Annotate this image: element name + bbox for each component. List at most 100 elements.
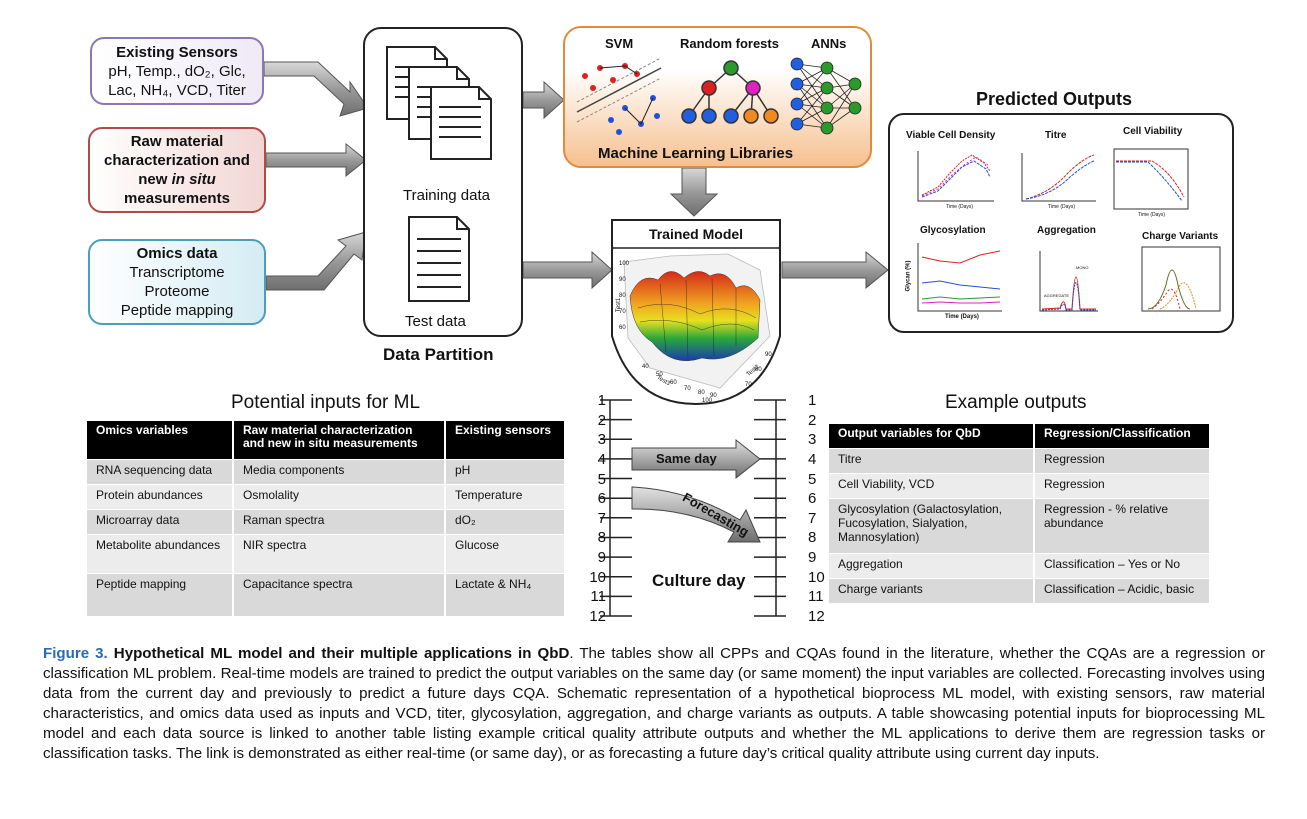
table-row: Protein abundances Osmolality Temperatur…: [87, 484, 564, 510]
table-cell: Microarray data: [87, 509, 234, 535]
table-cell: RNA sequencing data: [87, 459, 234, 485]
day-label: 1: [808, 392, 817, 409]
table-cell: Regression: [1034, 473, 1209, 499]
chart-title-titre: Titre: [1045, 130, 1067, 141]
day-label: 6: [808, 490, 817, 508]
inputs-header-sensors: Existing sensors: [445, 421, 564, 460]
existing-sensors-line2: Lac, NH₄, VCD, Titer: [108, 81, 246, 99]
outputs-header-variables: Output variables for QbD: [829, 424, 1035, 449]
same-day-arrow: [631, 438, 761, 480]
figure-caption-text: . The tables show all CPPs and CQAs foun…: [43, 645, 1265, 762]
table-row: RNA sequencing data Media components pH: [87, 459, 564, 485]
culture-day-label: Culture day: [652, 571, 746, 590]
arrow-to-outputs: [781, 250, 889, 290]
table-cell: Aggregation: [829, 553, 1035, 579]
model-axis-y-tick: 70: [684, 386, 691, 392]
test-doc-icon: [408, 216, 470, 302]
predicted-outputs-title: Predicted Outputs: [976, 89, 1133, 109]
table-cell: Regression: [1034, 448, 1209, 474]
table-cell: Raman spectra: [233, 509, 446, 535]
model-axis-z-tick: 80: [619, 293, 626, 299]
day-label: 9: [808, 549, 817, 567]
table-row: Aggregation Classification – Yes or No: [829, 553, 1209, 579]
outputs-table-title: Example outputs: [945, 392, 1087, 413]
raw-material-line2: characterization and: [104, 152, 250, 169]
arrow-to-ml: [522, 80, 565, 120]
raw-material-insitu: in situ: [171, 171, 216, 188]
aggregation-agg-label: AGGREGATE: [1044, 293, 1070, 298]
document-icons: [386, 46, 492, 302]
arrow-raw: [265, 142, 367, 178]
table-row: Glycosylation (Galactosylation, Fucosyla…: [829, 498, 1209, 554]
ml-icons: [576, 57, 862, 135]
table-cell: Glucose: [445, 534, 564, 574]
model-axis-y-tick: 100: [702, 398, 713, 404]
test-data-label: Test data: [405, 313, 466, 330]
model-axis-z-tick: 90: [619, 277, 626, 283]
existing-sensors-title: Existing Sensors: [116, 43, 238, 61]
table-cell: Protein abundances: [87, 484, 234, 510]
existing-sensors-box: Existing Sensors pH, Temp., dO₂, Glc, La…: [90, 37, 264, 105]
table-row: Charge variants Classification – Acidic,…: [829, 578, 1209, 603]
omics-line3: Peptide mapping: [120, 302, 234, 319]
titre-xlabel: Time (Days): [1048, 204, 1076, 210]
model-axis-z-label: Test1: [616, 297, 623, 313]
model-axis-y-tick: 80: [698, 390, 705, 396]
table-cell: NIR spectra: [233, 534, 446, 574]
table-cell: dO₂: [445, 509, 564, 535]
omics-line1: Transcriptome: [129, 264, 225, 281]
day-label: 5: [808, 470, 817, 488]
day-label: 11: [808, 588, 824, 606]
anns-label: ANNs: [811, 36, 847, 51]
ml-libraries-title: Machine Learning Libraries: [598, 145, 794, 162]
trained-model-graphic: [611, 219, 781, 406]
arrow-test-to-model: [522, 250, 613, 290]
model-axis-z: 100 90 80 70 60: [619, 256, 629, 336]
chart-title-glycosylation: Glycosylation: [920, 225, 986, 236]
table-cell: Classification – Yes or No: [1034, 553, 1209, 579]
svm-icon: [576, 57, 662, 135]
raw-material-box: Raw material characterization and new in…: [88, 127, 266, 213]
mini-chart-charge: [1141, 246, 1221, 312]
table-cell: Titre: [829, 448, 1035, 474]
chart-title-vcd: Viable Cell Density: [906, 130, 996, 141]
day-label: 12: [589, 608, 606, 626]
day-label: 9: [597, 549, 606, 567]
timeline-axes: [600, 399, 786, 617]
table-cell: Media components: [233, 459, 446, 485]
trained-model: Trained Model 100 90 80 70 60 Test1 90 8…: [610, 218, 782, 406]
random-forest-icon: [681, 60, 779, 124]
day-label: 12: [808, 608, 825, 626]
data-partition-box: Training data Test data: [363, 27, 523, 337]
glyco-xlabel: Time (Days): [945, 314, 979, 320]
table-cell: Metabolite abundances: [87, 534, 234, 574]
day-label: 4: [808, 450, 817, 468]
arrow-sensors: [263, 61, 369, 117]
day-label: 5: [597, 470, 606, 488]
training-data-label: Training data: [403, 187, 490, 204]
model-axis-x-tick: 90: [765, 352, 772, 358]
model-axis-y-tick: 40: [642, 364, 649, 370]
model-axis-x-tick: 80: [755, 367, 762, 373]
table-cell: Temperature: [445, 484, 564, 510]
predicted-outputs-box: Viable Cell Density Titre Cell Viability…: [888, 113, 1234, 333]
timeline-days-left: 1 2 3 4 5 6 7 8 9 10 11 12: [586, 391, 606, 627]
table-cell: Osmolality: [233, 484, 446, 510]
mini-chart-aggregation: [1039, 251, 1098, 312]
raw-material-line3: new in situ: [90, 170, 264, 189]
arrow-omics: [265, 231, 367, 291]
vcd-xlabel: Time (Days): [946, 204, 974, 210]
day-label: 1: [597, 392, 606, 409]
day-label: 2: [808, 411, 817, 429]
model-axis-z-tick: 70: [619, 309, 626, 315]
forecasting-arrow: [631, 486, 761, 543]
timeline-days-right: 1 2 3 4 5 6 7 8 9 10 11 12: [808, 391, 825, 627]
viability-xlabel: Time (Days): [1138, 212, 1166, 218]
day-label: 6: [597, 490, 606, 508]
omics-line2: Proteome: [144, 283, 210, 300]
table-cell: Glycosylation (Galactosylation, Fucosyla…: [829, 498, 1035, 554]
inputs-table-title: Potential inputs for ML: [231, 392, 421, 413]
day-label: 10: [808, 568, 825, 586]
day-label: 4: [597, 450, 606, 468]
mini-chart-glycosylation: [917, 243, 1002, 312]
